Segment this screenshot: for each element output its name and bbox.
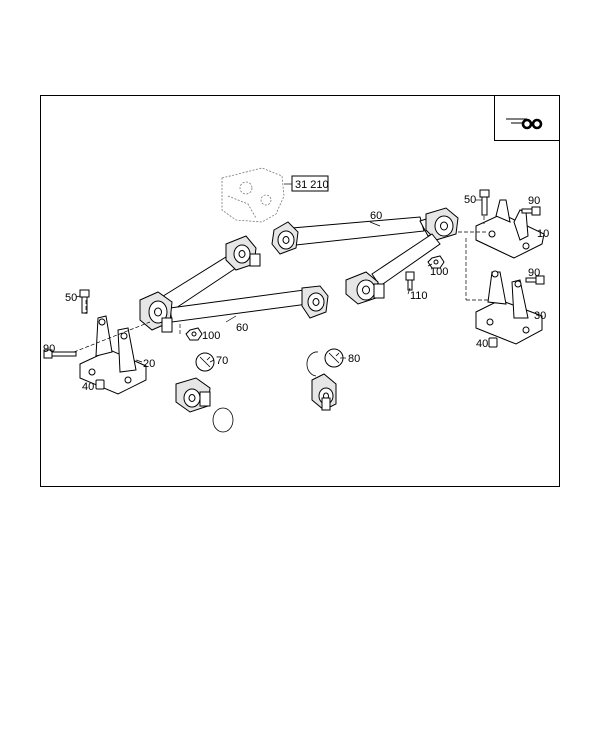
callout-bushing-80: 80 — [348, 353, 360, 365]
callout-nut-100-right: 100 — [430, 266, 448, 278]
callout-nut-40-right: 40 — [476, 338, 488, 350]
callout-nut-100-left: 100 — [202, 330, 220, 342]
nut-40-left — [95, 379, 105, 390]
callout-bolt-50-right: 50 — [464, 194, 476, 206]
diagram-frame — [40, 95, 560, 487]
leader-lines — [75, 199, 482, 363]
nut-100-left — [185, 327, 203, 341]
bolt-50-right — [479, 189, 490, 216]
callout-nut-40-left: 40 — [82, 381, 94, 393]
callout-screw-90-right-top: 90 — [528, 195, 540, 207]
callout-bracket-30: 30 — [534, 310, 546, 322]
screw-90-right-bottom — [525, 275, 545, 285]
bracket-10 — [475, 199, 545, 259]
nut-40-right — [488, 337, 498, 348]
control-arm-upper — [271, 207, 459, 255]
callout-rod-lower: 60 — [236, 322, 248, 334]
callout-ref-assembly: 31 210 — [295, 179, 329, 191]
callout-screw-110: 110 — [410, 290, 428, 302]
callout-screw-90-left: 90 — [43, 343, 55, 355]
callout-rod-upper: 60 — [370, 210, 382, 222]
control-arm-left-v — [139, 235, 329, 333]
callout-bracket-20: 20 — [143, 358, 155, 370]
callout-bracket-10: 10 — [537, 228, 549, 240]
control-arm-right-diagonal — [345, 233, 441, 305]
bushing-80 — [306, 348, 344, 411]
nut-100-right — [427, 255, 445, 269]
screw-110 — [405, 271, 415, 291]
callout-screw-90-right-bottom: 90 — [528, 267, 540, 279]
callout-bolt-50-left: 50 — [65, 292, 77, 304]
callout-bushing-70: 70 — [216, 355, 228, 367]
screw-90-left — [43, 349, 77, 359]
bushing-70 — [175, 352, 234, 433]
reference-housing-ghost — [221, 167, 292, 223]
assembly-lines — [73, 216, 490, 353]
screw-90-right-top — [521, 206, 541, 216]
bolt-50-left — [79, 289, 90, 314]
reference-box — [291, 175, 329, 192]
axle-wheels-icon — [494, 95, 560, 141]
bracket-30 — [475, 270, 543, 345]
